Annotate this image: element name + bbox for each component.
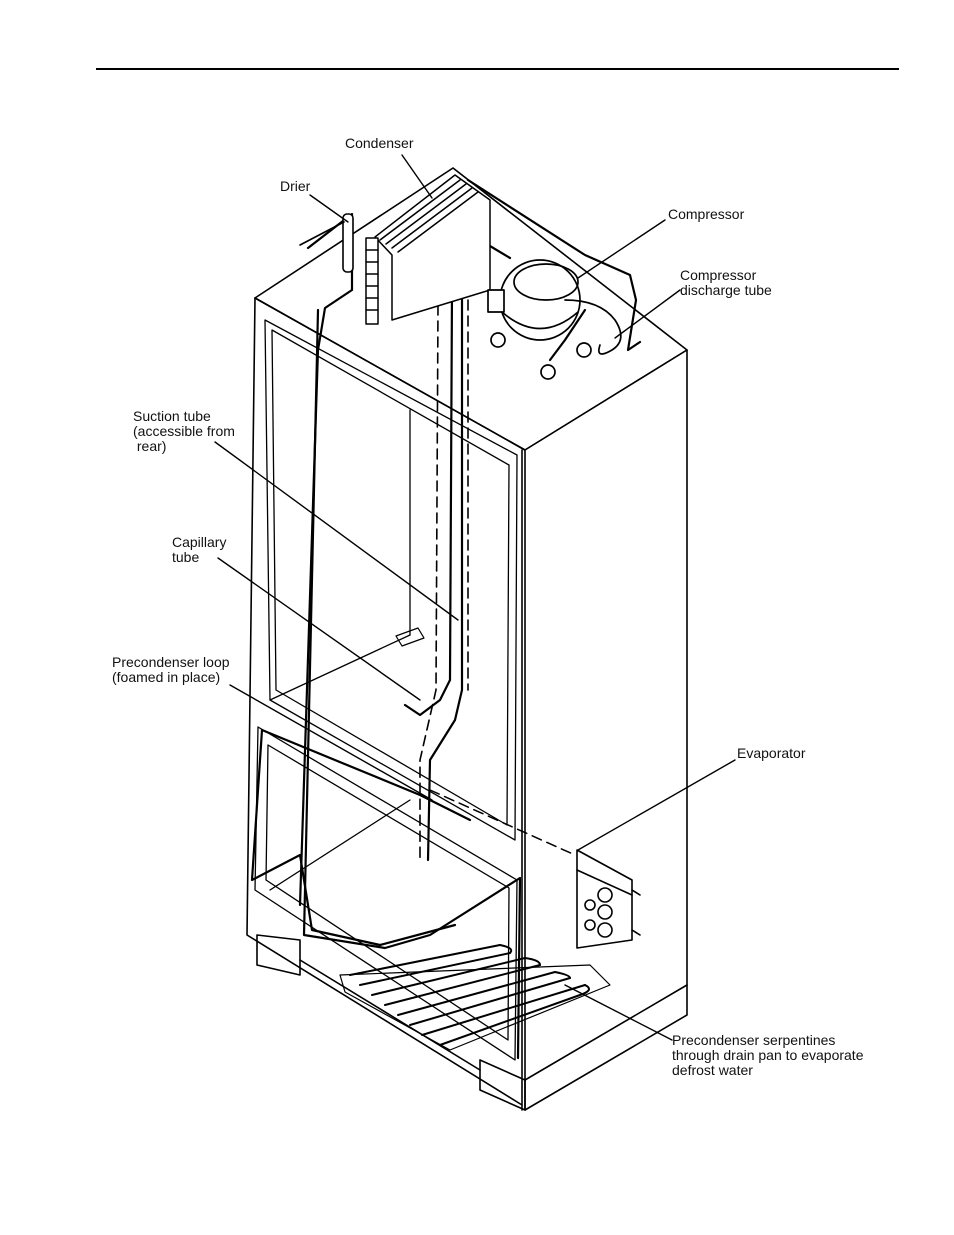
compressor	[487, 259, 622, 380]
precondenser-serpentines	[339, 944, 611, 1051]
label-precondenser-serpentines: Precondenser serpentines through drain p…	[672, 1032, 864, 1078]
leader-lines	[214, 154, 736, 1041]
drier	[299, 213, 354, 273]
label-evaporator: Evaporator	[737, 745, 806, 761]
label-compressor-discharge-tube: Compressor discharge tube	[680, 267, 772, 298]
label-compressor: Compressor	[668, 206, 745, 222]
cabinet	[246, 167, 688, 1111]
label-precondenser-loop: Precondenser loop (foamed in place)	[112, 654, 230, 685]
header-rule	[96, 68, 899, 70]
label-drier: Drier	[280, 178, 311, 194]
label-suction-tube: Suction tube (accessible from rear)	[133, 408, 235, 454]
evaporator-coil	[576, 849, 641, 949]
label-condenser: Condenser	[345, 135, 414, 151]
label-capillary-tube: Capillary tube	[172, 534, 227, 565]
